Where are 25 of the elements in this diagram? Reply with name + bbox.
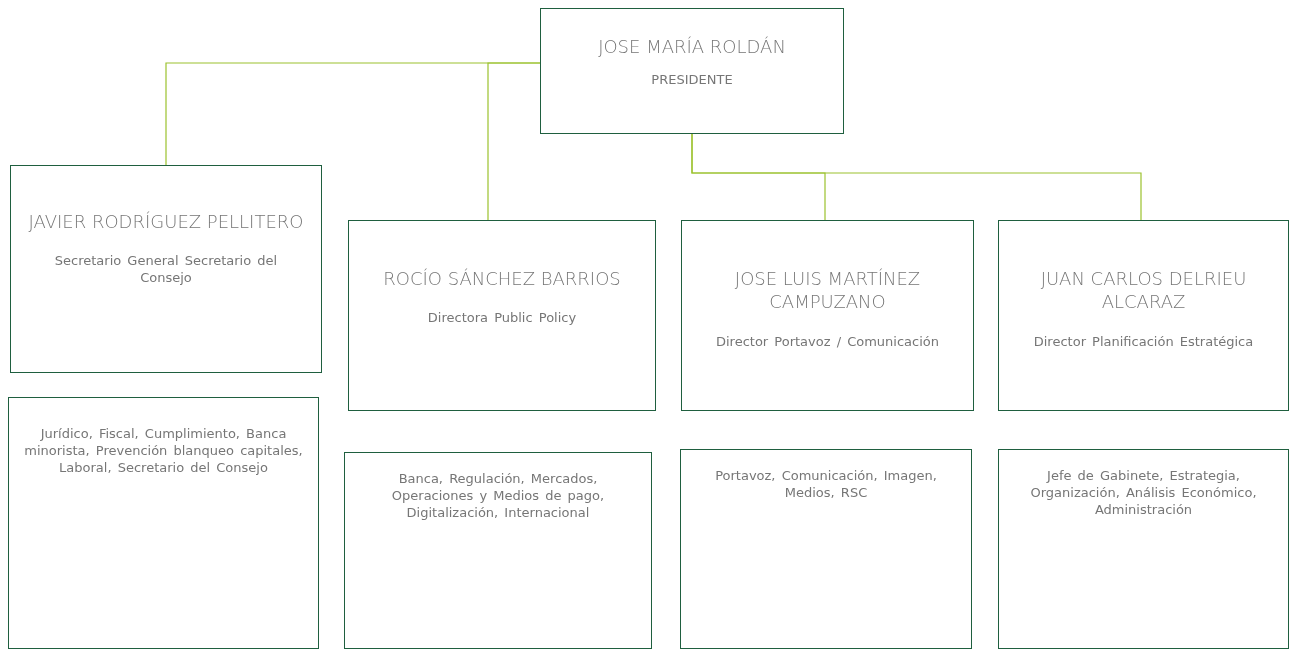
responsibilities-box (998, 449, 1289, 649)
job-title: Directora Public Policy (427, 310, 577, 328)
person-box (998, 220, 1289, 411)
job-title: Director Portavoz / Comunicación (715, 333, 940, 351)
person-box (681, 220, 974, 411)
connector-line (487, 62, 541, 221)
person-box (10, 165, 322, 373)
person-name: JAVIER RODRÍGUEZ PELLITERO (28, 210, 304, 234)
responsibilities-text: Banca, Regulación, Mercados, Operaciones y Medios de pago, Digitalización, Internacional (390, 471, 606, 522)
person-name: JOSE MARÍA ROLDÁN (598, 35, 786, 59)
responsibilities-text: Portavoz, Comunicación, Imagen, Medios, RSC (714, 468, 938, 502)
responsibilities-box (680, 449, 972, 649)
person-box (348, 220, 656, 411)
responsibilities-text: Jurídico, Fiscal, Cumplimiento, Banca minorista, Prevención blanqueo capitales, Laboral, Secretario del Consejo (23, 426, 304, 477)
responsibilities-box (8, 397, 319, 649)
responsibilities-text: Jefe de Gabinete, Estrategia, Organización, Análisis Económico, Administración (1029, 468, 1258, 519)
job-title: PRESIDENTE (651, 72, 733, 90)
job-title: Secretario General Secretario del Consejo (53, 253, 279, 288)
person-box (540, 8, 844, 134)
job-title: Director Planificación Estratégica (1033, 333, 1254, 351)
person-name: JOSE LUIS MARTÍNEZ CAMPUZANO (733, 267, 922, 314)
responsibilities-box (344, 452, 652, 649)
connector-line (691, 133, 1142, 221)
person-name: ROCÍO SÁNCHEZ BARRIOS (383, 267, 621, 291)
person-name: JUAN CARLOS DELRIEU ALCARAZ (1039, 267, 1248, 314)
